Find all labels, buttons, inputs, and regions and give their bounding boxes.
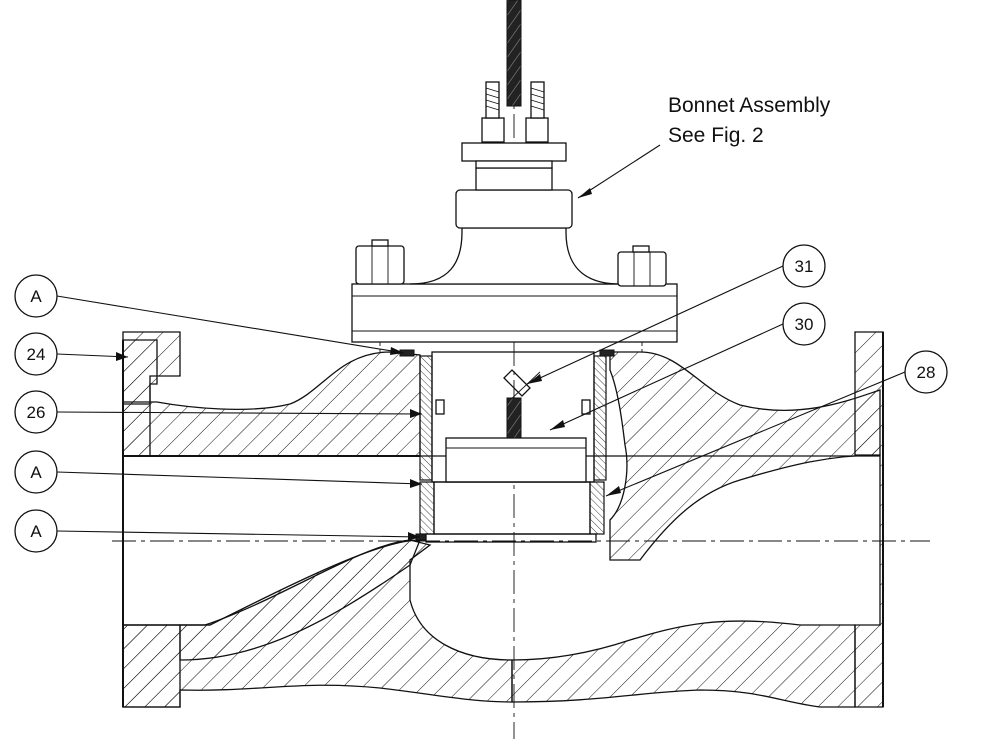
balloon-A-top: A [14,274,58,318]
cage-wall-left [419,355,433,481]
bonnet-nut-right [617,251,667,287]
bonnet-collar [455,189,573,229]
balloon-31-label: 31 [795,257,814,276]
lower-left-flange [122,624,181,708]
bonnet-flange [351,283,678,343]
packing-nut-right [525,117,549,143]
plug-pin [503,369,531,397]
note-line-2: See Fig. 2 [668,124,764,147]
right-flange [854,331,884,708]
upper-left-flange-cap [122,331,181,405]
upper-left-wall [122,351,421,457]
note-line-1: Bonnet Assembly [668,94,831,117]
balloon-A-top-label: A [30,287,42,306]
balloon-26: 26 [14,390,58,434]
balloon-28-label: 28 [917,363,936,382]
balloon-30-label: 30 [795,315,814,334]
bonnet-nut-left [355,245,405,285]
balloon-A-middle: A [14,450,58,494]
packing-nut-left [481,117,505,143]
lower-left-wall [122,539,513,708]
trim-assembly [399,349,615,543]
valve-stem [506,0,522,107]
packing-flange [461,142,567,162]
cage-wall-right [593,355,607,481]
gasket-top-right [599,349,615,357]
balloon-A-middle-label: A [30,463,42,482]
bonnet-neck [409,227,621,285]
valve-plug [445,437,587,483]
balloon-26-label: 26 [27,403,46,422]
balloon-A-bottom: A [14,509,58,553]
seat-ring-left [419,481,435,535]
balloon-28: 28 [904,350,948,394]
packing-stud-right [530,81,545,119]
balloon-A-bottom-label: A [30,522,42,541]
packing-stud-left [485,81,500,119]
valve-body [122,331,884,708]
partition-wall [179,539,421,661]
balloon-24-label: 24 [27,345,46,364]
balloon-30: 30 [782,302,826,346]
plug-stem [506,397,522,439]
balloon-24: 24 [14,332,58,376]
balloon-31: 31 [782,244,826,288]
lower-right-wall [511,620,856,708]
bonnet-assembly [351,0,678,352]
seat-ring-right [589,481,605,535]
bonnet-assembly-note: Bonnet Assembly See Fig. 2 [668,94,831,147]
leader-lines [56,144,906,541]
